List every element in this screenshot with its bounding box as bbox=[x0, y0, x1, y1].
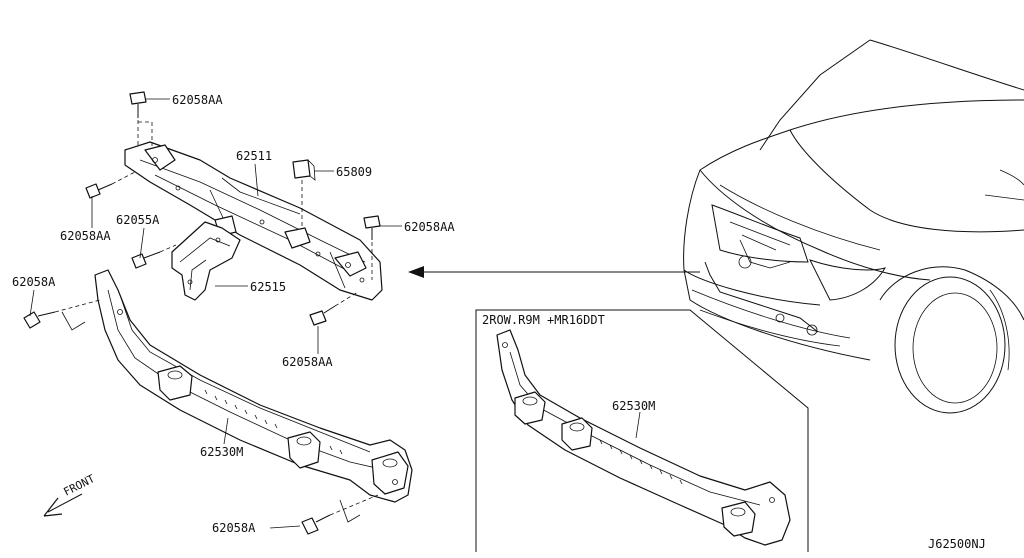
inset-box: 2ROW.R9M +MR16DDT bbox=[475, 309, 809, 552]
bracket-bolt-icon bbox=[131, 244, 177, 269]
lower-left-bolt-icon bbox=[23, 299, 101, 331]
front-arrow: FRONT bbox=[43, 472, 97, 517]
bolt-top-icon bbox=[129, 91, 153, 148]
lower-member-62530M bbox=[94, 269, 413, 503]
label-bolt-left: 62058AA bbox=[60, 229, 111, 243]
diagram-code: J62500NJ bbox=[928, 537, 986, 551]
leader-lines bbox=[29, 98, 641, 529]
label-bolt-right: 62058AA bbox=[404, 220, 455, 234]
label-clip: 65809 bbox=[336, 165, 372, 179]
upper-member-62511 bbox=[124, 141, 383, 301]
label-upper-member: 62511 bbox=[236, 149, 272, 163]
label-inset-member: 62530M bbox=[612, 399, 655, 413]
vehicle-sketch bbox=[683, 39, 1024, 414]
inset-title: 2ROW.R9M +MR16DDT bbox=[482, 313, 605, 327]
label-bolt-top: 62058AA bbox=[172, 93, 223, 107]
label-bolt-mid: 62058AA bbox=[282, 355, 333, 369]
stay-62515 bbox=[171, 221, 241, 301]
location-arrow bbox=[408, 266, 700, 278]
bolt-left-icon bbox=[85, 171, 136, 199]
label-bolt-bottom: 62058A bbox=[212, 521, 256, 535]
label-stay: 62515 bbox=[250, 280, 286, 294]
part-labels: 62058AA 62511 65809 62058AA 62055A 62058… bbox=[12, 93, 986, 551]
front-label: FRONT bbox=[61, 472, 97, 499]
label-lower-member: 62530M bbox=[200, 445, 243, 459]
bolt-bottom-icon bbox=[301, 494, 379, 535]
bolt-mid-icon bbox=[309, 291, 359, 326]
clip-65809 bbox=[292, 159, 316, 228]
label-bracket-bolt: 62055A bbox=[116, 213, 160, 227]
label-lower-left-bolt: 62058A bbox=[12, 275, 56, 289]
